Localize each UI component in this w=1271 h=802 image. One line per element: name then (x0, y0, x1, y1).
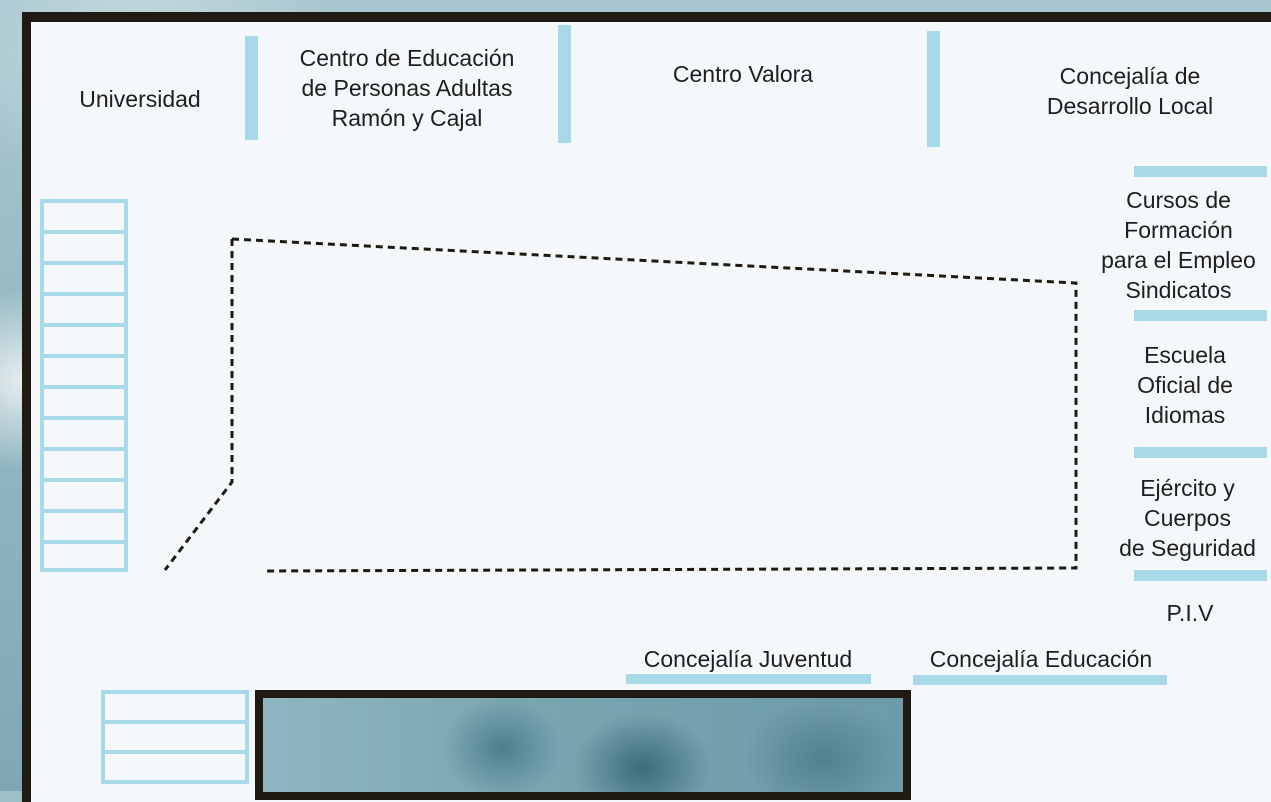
underline-juventud (626, 674, 871, 684)
stair-step (101, 750, 249, 784)
stand-cursos-formacion: Cursos de Formación para el Empleo Sindi… (1101, 187, 1256, 303)
dashed-outline-path (231, 237, 1078, 573)
stand-concejalia-educacion: Concejalía Educación (929, 646, 1153, 672)
stand-ejercito-seguridad: Ejército y Cuerpos de Seguridad (1119, 475, 1256, 561)
right-separator-4 (1134, 570, 1267, 581)
dashed-outline-left (163, 239, 234, 571)
right-separator-1 (1134, 166, 1267, 177)
stand-concejalia-juventud: Concejalía Juventud (643, 646, 853, 672)
underline-educacion (913, 675, 1167, 685)
stand-centro-educacion-adultas: Centro de Educación de Personas Adultas … (299, 45, 515, 131)
stair-step (40, 540, 128, 572)
floor-plan (22, 12, 1271, 802)
top-separator-3 (927, 31, 940, 147)
top-separator-2 (558, 25, 571, 143)
right-separator-2 (1134, 310, 1267, 321)
stand-piv: P.I.V (1166, 600, 1214, 626)
stand-escuela-oficial-idiomas: Escuela Oficial de Idiomas (1137, 342, 1233, 428)
right-separator-3 (1134, 447, 1267, 458)
stand-universidad: Universidad (79, 86, 201, 112)
top-separator-1 (245, 36, 258, 140)
stand-concejalia-desarrollo-local: Concejalía de Desarrollo Local (1046, 63, 1214, 119)
stand-centro-valora: Centro Valora (672, 61, 814, 87)
